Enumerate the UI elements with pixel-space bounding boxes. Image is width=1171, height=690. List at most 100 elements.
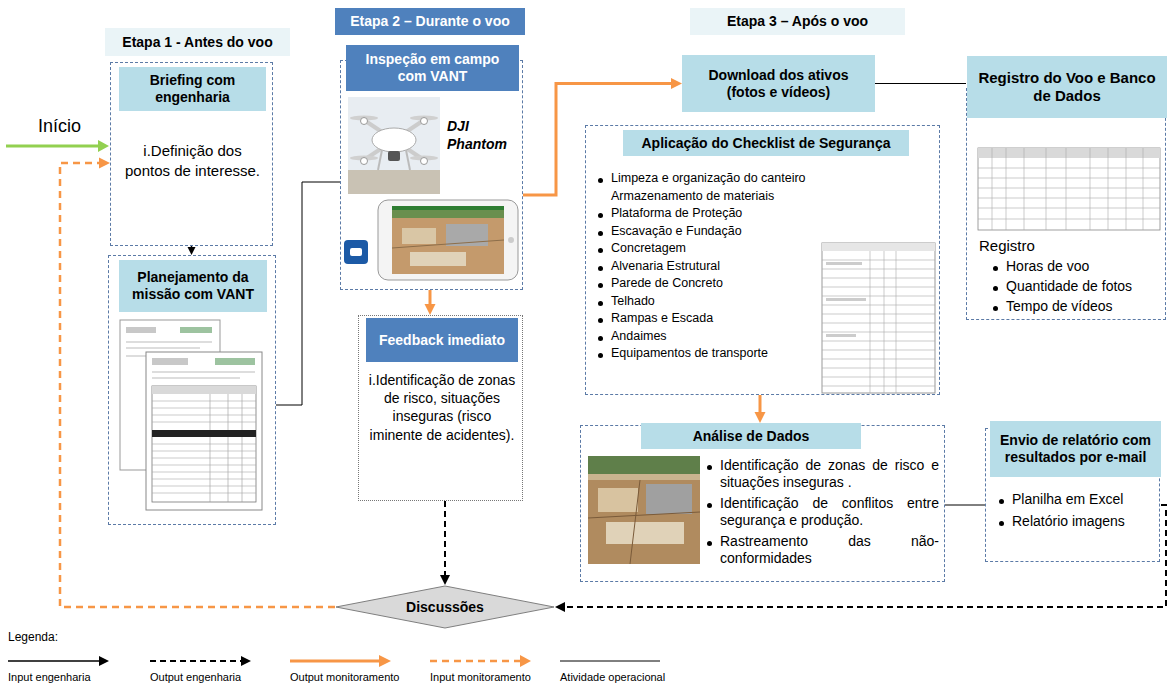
list-item: Alvenaria Estrutural bbox=[598, 259, 720, 274]
document-figure bbox=[120, 320, 262, 510]
connector bbox=[440, 501, 450, 585]
item-text: Planilha em Excel bbox=[1012, 491, 1123, 508]
box-heading: Envio de relatório com resultados por e-… bbox=[990, 421, 1161, 477]
bullet-dot bbox=[707, 503, 712, 508]
item-text: Concretagem bbox=[611, 241, 686, 256]
list-item: Horas de voo bbox=[993, 258, 1089, 275]
connector bbox=[945, 505, 985, 506]
legend-samples bbox=[8, 655, 660, 667]
connector-line bbox=[60, 163, 335, 607]
bullet-dot bbox=[598, 283, 603, 288]
arrow-head bbox=[671, 78, 682, 89]
box-heading: Análise de Dados bbox=[641, 423, 861, 449]
arrow-head bbox=[755, 412, 766, 423]
box-label: Discussões bbox=[335, 585, 555, 629]
list-item: Identificação de conflitos entre seguran… bbox=[707, 495, 939, 529]
item-text: Armazenamento de materiais bbox=[611, 189, 774, 204]
process-box: Download dos ativos (fotos e vídeos) bbox=[682, 55, 875, 112]
item-text: Escavação e Fundação bbox=[611, 224, 742, 239]
list-item: Rastreamento das não-conformidades bbox=[707, 533, 939, 567]
diamond-shape bbox=[336, 586, 554, 628]
record-table bbox=[978, 148, 1160, 230]
item-text: Parede de Concreto bbox=[611, 276, 723, 291]
bullet-dot bbox=[598, 353, 603, 358]
list-item: Equipamentos de transporte bbox=[598, 346, 768, 361]
list-item: Concretagem bbox=[598, 241, 686, 256]
bullet-dot bbox=[999, 499, 1004, 504]
item-text: Rampas e Escada bbox=[611, 311, 713, 326]
connector-line bbox=[276, 182, 340, 405]
box-text: i.Identificação de zonas de risco, situa… bbox=[367, 371, 517, 444]
item-text: Quantidade de fotos bbox=[1006, 278, 1132, 295]
dji-app-icon bbox=[344, 240, 368, 264]
bullet-dot bbox=[598, 301, 603, 306]
legend-text: Output monitoramento bbox=[290, 671, 399, 683]
list-item: Planilha em Excel bbox=[999, 491, 1123, 508]
box-label: Etapa 1 - Antes do voo bbox=[105, 28, 290, 56]
bullet-dot bbox=[598, 178, 603, 183]
item-text: Identificação de conflitos entre seguran… bbox=[720, 495, 939, 529]
bullet-dot bbox=[598, 248, 603, 253]
bullet-dot bbox=[598, 318, 603, 323]
list-item: Relatório imagens bbox=[999, 513, 1125, 530]
legend-text: Input engenharia bbox=[8, 671, 91, 683]
connector bbox=[276, 182, 340, 405]
item-text: Tempo de vídeos bbox=[1006, 298, 1113, 315]
list-item: Quantidade de fotos bbox=[993, 278, 1132, 295]
list-item: Escavação e Fundação bbox=[598, 224, 742, 239]
box-text: i.Definição dos pontos de interesse. bbox=[119, 141, 266, 180]
list-item: Limpeza e organização do canteiro bbox=[598, 171, 806, 186]
item-text: Rastreamento das não-conformidades bbox=[720, 533, 939, 567]
connector-line bbox=[945, 505, 985, 506]
bullet-dot bbox=[999, 521, 1004, 526]
box-heading: Feedback imediato bbox=[366, 318, 518, 362]
legend-text: Atividade operacional bbox=[560, 671, 665, 683]
list-item: Telhado bbox=[598, 294, 655, 309]
arrow-head bbox=[425, 304, 436, 315]
box-label: Download dos ativos (fotos e vídeos) bbox=[682, 55, 875, 112]
bullet-dot bbox=[598, 231, 603, 236]
start-label: Início bbox=[38, 116, 81, 137]
list-item: Armazenamento de materiais bbox=[598, 189, 774, 204]
arrow-head bbox=[99, 158, 110, 169]
list-item: Identificação de zonas de risco e situaç… bbox=[707, 457, 939, 491]
process-box: Inspeção em campo com VANTDJI Phantom bbox=[340, 60, 523, 290]
item-text: Limpeza e organização do canteiro bbox=[611, 171, 806, 186]
bullet-dot bbox=[993, 286, 998, 291]
box-heading: Planejamento da missão com VANT bbox=[119, 260, 267, 312]
arrow-head bbox=[555, 602, 565, 612]
box-label: Etapa 2 – Durante o voo bbox=[335, 8, 525, 35]
drone-picture bbox=[348, 97, 440, 194]
phone-picture bbox=[378, 200, 518, 280]
process-box: Aplicação do Checklist de SegurançaLimpe… bbox=[585, 125, 940, 395]
item-text: Alvenaria Estrutural bbox=[611, 259, 720, 274]
process-box: Planejamento da missão com VANT bbox=[108, 255, 276, 525]
box-text: Registro bbox=[979, 237, 1035, 255]
box-heading: Inspeção em campo com VANT bbox=[346, 45, 519, 91]
connector bbox=[425, 290, 436, 315]
connector bbox=[188, 246, 196, 255]
bullet-dot bbox=[993, 266, 998, 271]
process-box: Registro do Voo e Banco de DadosRegistro… bbox=[966, 88, 1166, 320]
item-text: Andaimes bbox=[611, 329, 667, 344]
box-heading: Briefing com engenharia bbox=[119, 67, 266, 111]
item-text: Telhado bbox=[611, 294, 655, 309]
process-box: Briefing com engenharia i.Definição dos p… bbox=[110, 62, 273, 246]
bullet-dot bbox=[598, 336, 603, 341]
process-box: Feedback imediato i.Identificação de zona… bbox=[358, 315, 523, 501]
box-text: DJI Phantom bbox=[447, 117, 517, 153]
checklist-sheet bbox=[822, 243, 935, 393]
connector-line bbox=[875, 83, 966, 84]
arrow-head bbox=[440, 575, 450, 585]
connector bbox=[60, 158, 335, 608]
stage-band: Etapa 2 – Durante o voo bbox=[335, 8, 525, 35]
legend-title: Legenda: bbox=[8, 630, 58, 644]
list-item: Plataforma de Proteção bbox=[598, 206, 742, 221]
arrow-head bbox=[188, 247, 196, 255]
process-box: Envio de relatório com resultados por e-… bbox=[985, 428, 1160, 562]
stage-band: Etapa 3 – Após o voo bbox=[690, 8, 905, 35]
bullet-dot bbox=[598, 266, 603, 271]
bullet-dot bbox=[598, 213, 603, 218]
process-box: Análise de DadosIdentificação de zonas d… bbox=[580, 425, 945, 582]
